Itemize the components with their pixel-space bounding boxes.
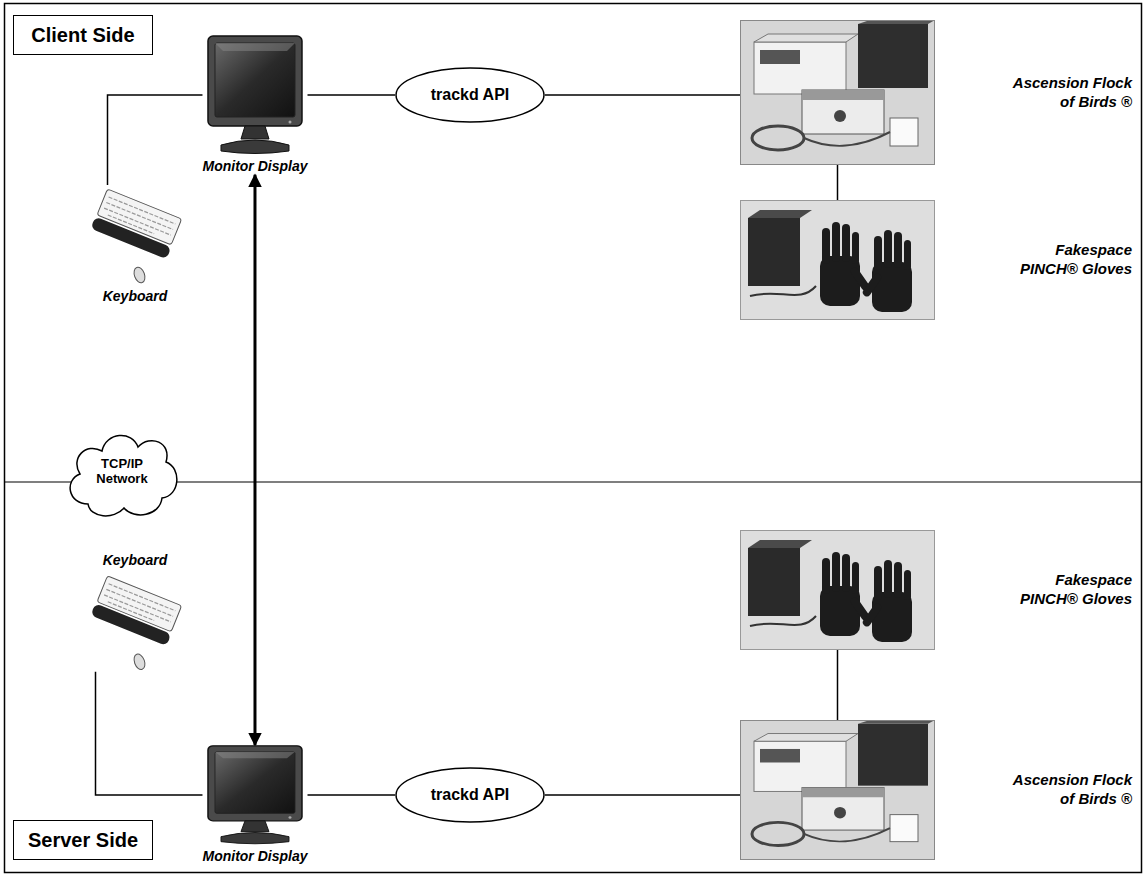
tracker-device: Ascension Flock of Birds ® [740,720,1132,860]
section-label-box: Client Side [13,15,153,55]
keyboard-device: Keyboard [88,185,183,305]
keyboard-picture [90,189,182,285]
device-label: Ascension Flock of Birds ® [1007,771,1132,809]
device-label: Keyboard [103,552,168,569]
section-title: Client Side [31,24,134,47]
cloud-shape [70,435,177,515]
connector-line [108,95,203,185]
connector-line [545,94,740,96]
network-arrow [253,175,256,745]
outer-frame [5,4,1142,873]
api-label: trackd API [431,86,510,104]
api-ellipse: trackd API [395,67,545,123]
network-cloud: TCP/IP Network [62,420,182,524]
connector-line [545,794,740,796]
monitor-picture [208,746,302,844]
keyboard-picture [90,575,182,671]
device-label: Keyboard [103,288,168,305]
device-label: Ascension Flock of Birds ® [1007,74,1132,112]
connector-line [837,165,839,200]
gloves-photo [740,530,935,650]
gloves-device: Fakespace PINCH® Gloves [740,200,1132,320]
monitor-picture [208,36,302,154]
connector-line [96,672,203,795]
api-label: trackd API [431,786,510,804]
keyboard-device: Keyboard [88,552,183,672]
tracker-photo [740,720,935,860]
gloves-photo [740,200,935,320]
ellipse-shape [396,768,544,822]
ellipse-shape [396,68,544,122]
network-label: TCP/IP Network [89,457,155,487]
device-label: Monitor Display [202,848,307,865]
device-label: Fakespace PINCH® Gloves [1014,241,1132,279]
tracker-device: Ascension Flock of Birds ® [740,20,1132,165]
api-ellipse: trackd API [395,767,545,823]
tracker-photo [740,20,935,165]
monitor-device: Monitor Display [202,35,307,175]
device-label: Fakespace PINCH® Gloves [1014,571,1132,609]
connector-line [308,94,396,96]
monitor-device: Monitor Display [202,745,307,865]
connector-line [308,794,396,796]
section-title: Server Side [28,829,138,852]
section-label-box: Server Side [13,820,153,860]
connector-line [837,650,839,720]
device-label: Monitor Display [202,158,307,175]
gloves-device: Fakespace PINCH® Gloves [740,530,1132,650]
